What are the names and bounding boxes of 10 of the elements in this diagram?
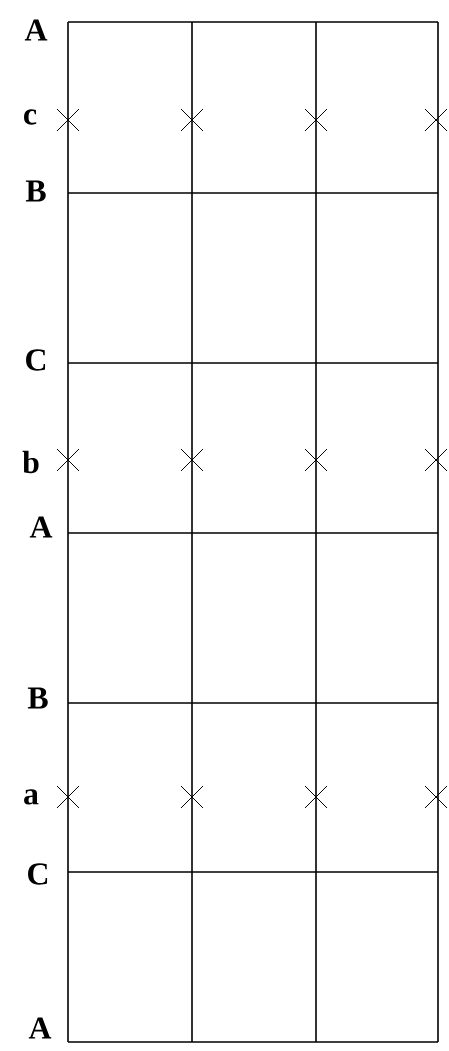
point-label: A <box>28 1017 52 1039</box>
point-label: A <box>24 19 48 41</box>
point-label: A <box>29 516 53 538</box>
point-label: c <box>24 109 37 125</box>
point-label: C <box>28 863 48 885</box>
point-label: B <box>25 180 46 202</box>
point-label: b <box>22 450 39 474</box>
point-label: a <box>24 789 39 805</box>
point-label: C <box>26 349 46 371</box>
point-label: B <box>27 687 48 709</box>
